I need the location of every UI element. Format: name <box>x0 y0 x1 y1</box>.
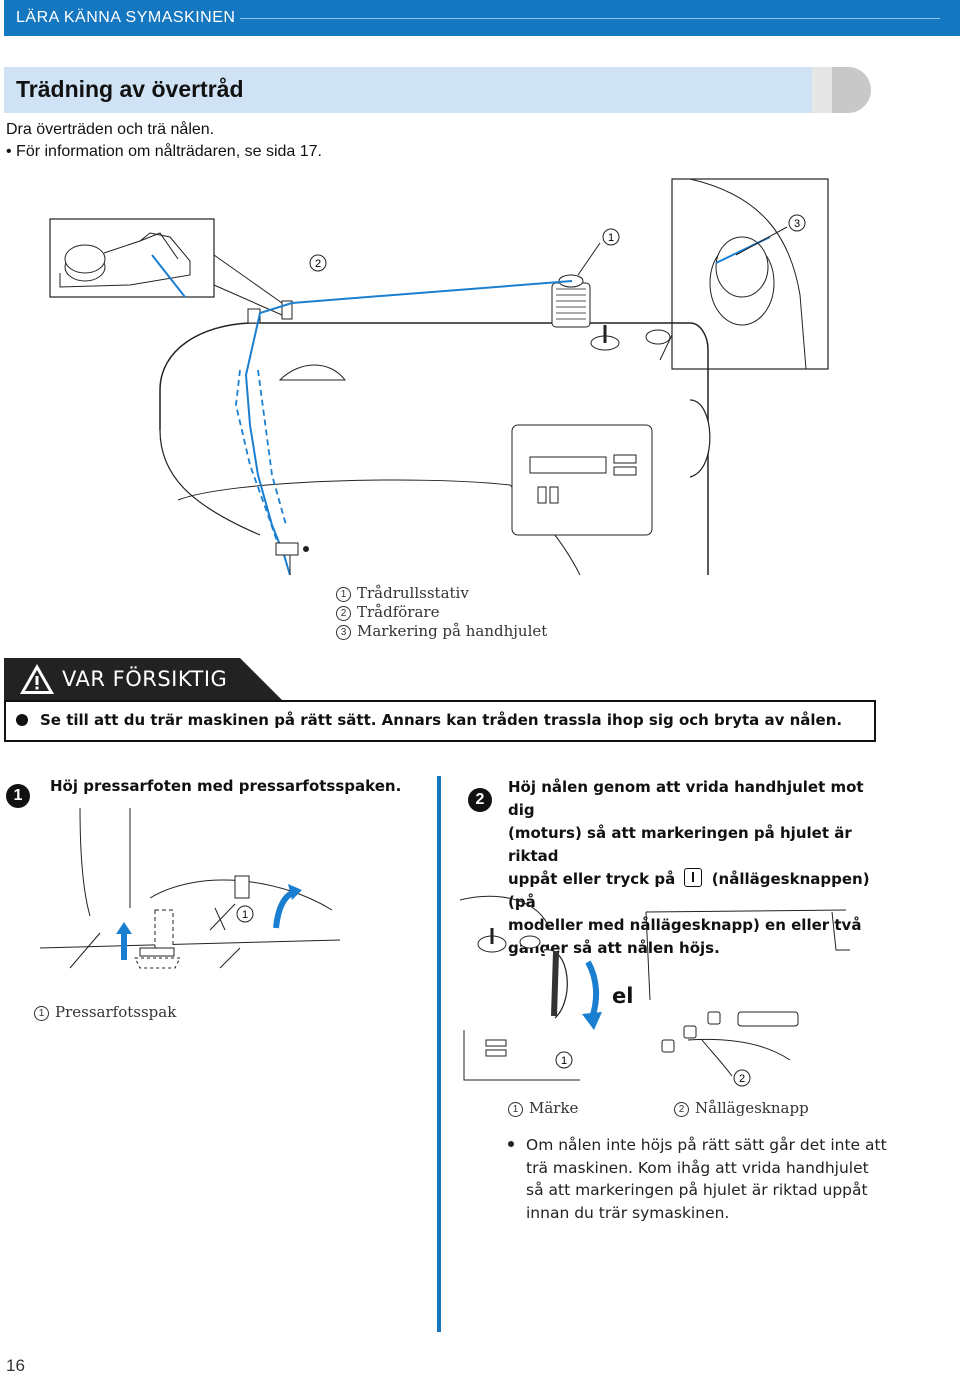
step-1-number: 1 <box>6 784 30 808</box>
title-box <box>4 67 814 113</box>
step-2-text: Höj nålen genom att vrida handhjulet mot… <box>508 778 870 957</box>
section-header: LÄRA KÄNNA SYMASKINEN <box>16 9 236 26</box>
callout-3: 3 <box>788 214 806 232</box>
intro: Dra överträden och trä nålen. • För info… <box>6 119 322 163</box>
step-2-callout-2: 2 <box>739 1073 745 1085</box>
callout-2: 2 <box>309 254 327 272</box>
note: Om nålen inte höjs på rätt sätt går det … <box>526 1136 887 1222</box>
step-2-callout-1: 1 <box>561 1055 567 1067</box>
caution-title: VAR FÖRSIKTIG <box>62 667 228 691</box>
step-2-number: 2 <box>468 788 492 812</box>
step-1-callout: 1 <box>242 909 248 921</box>
callout-1-label: 1 <box>608 232 614 244</box>
needle-position-icon <box>684 868 703 887</box>
intro-line: Dra överträden och trä nålen. <box>6 121 215 138</box>
callout-1: 1 <box>602 228 620 246</box>
callout-2-label: 2 <box>315 258 321 270</box>
header-rule <box>240 18 940 19</box>
caution-tab <box>4 658 284 702</box>
handwheel-illustration: 1 2 <box>460 895 850 1087</box>
caution-box <box>4 700 876 742</box>
note-bullet <box>508 1141 514 1147</box>
callout-3-label: 3 <box>794 218 800 230</box>
step-1-text: Höj pressarfoten med pressarfotsspaken. <box>50 777 402 795</box>
page-title: Trädning av övertråd <box>16 76 244 102</box>
intro-bullet: • För information om nålträdaren, se sid… <box>6 143 322 160</box>
or-label: el <box>612 984 634 1008</box>
column-divider <box>437 776 441 1332</box>
caution-text: Se till att du trär maskinen på rätt sät… <box>40 711 843 729</box>
title-tab-decoration <box>812 67 871 113</box>
warning-icon <box>20 664 54 694</box>
page-number: 16 <box>6 1356 25 1375</box>
presser-foot-illustration: 1 <box>40 808 341 969</box>
bullet-dot <box>16 714 28 726</box>
threading-illustration: 1 2 3 <box>49 178 829 576</box>
